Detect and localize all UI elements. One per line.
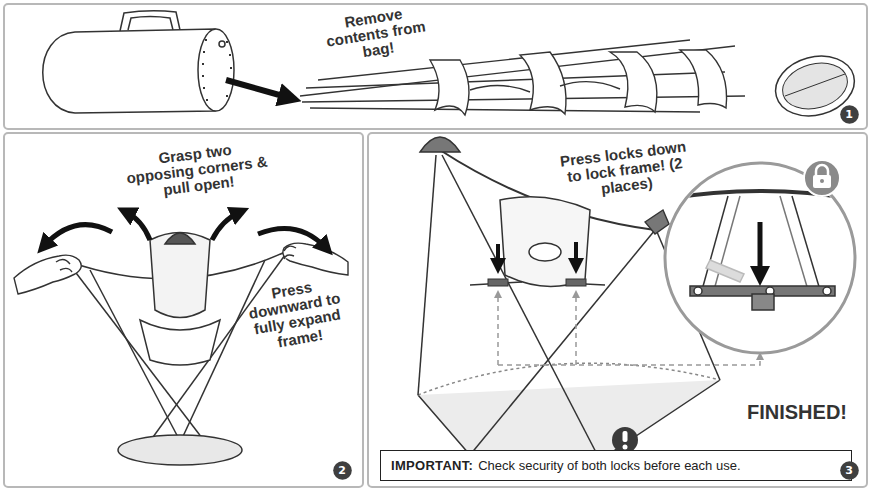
opening-frame [140, 320, 220, 365]
step-instruction: Press downward to fully expand frame! [235, 273, 357, 356]
hand [56, 259, 72, 272]
detail-zoom [752, 294, 774, 310]
panel-frame [4, 4, 867, 487]
opening-frame [150, 233, 210, 318]
expanded-frame [529, 243, 561, 261]
folded-frame [430, 60, 469, 115]
hand [283, 243, 348, 275]
seat-disc [769, 48, 861, 125]
opening-frame [165, 233, 195, 244]
lock-icon [804, 160, 840, 196]
folded-frame [470, 82, 620, 92]
callout-number: 2 [333, 461, 352, 480]
opening-arrow [212, 212, 240, 240]
detail-zoom [758, 222, 763, 276]
hand [14, 255, 81, 294]
frame-hub [420, 137, 460, 152]
callout-number-text: 3 [845, 464, 853, 477]
detail-zoom [792, 196, 820, 290]
warning-icon [623, 445, 628, 450]
step-instruction: Grasp two opposing corners & pull open! [124, 138, 271, 204]
callout-number-text: 2 [338, 464, 346, 477]
frame-hub [645, 210, 669, 234]
lock-latch [566, 279, 586, 286]
storage-bag [128, 17, 173, 31]
detail-zoom [660, 191, 860, 310]
lock-icon [820, 179, 824, 183]
detail-zoom [694, 287, 702, 295]
hand [284, 246, 296, 259]
detail-zoom [706, 260, 744, 282]
seat-disc [777, 56, 852, 116]
press-arrow [496, 244, 500, 266]
opening-arrow [258, 228, 326, 248]
panel-frame [4, 4, 867, 129]
folded-frame [610, 52, 657, 112]
lock-latch [488, 279, 508, 286]
lock-latch [488, 279, 586, 286]
callout-number: 1 [840, 105, 859, 124]
lock-icon [813, 175, 831, 188]
callout-circle [840, 461, 859, 480]
warning-text: Check security of both locks before each… [478, 458, 740, 473]
panel-frame [368, 133, 867, 487]
storage-bag [120, 11, 180, 31]
expanded-frame [500, 197, 590, 287]
callout-number-text: 1 [845, 108, 853, 121]
press-arrow [574, 242, 578, 266]
warning-box: IMPORTANT: Check security of both locks b… [380, 450, 852, 481]
storage-bag [219, 41, 225, 47]
finished-text: FINISHED! [734, 402, 860, 424]
storage-bag [43, 29, 215, 113]
callout-circle [840, 105, 859, 124]
folded-frame [310, 108, 700, 112]
expanded-frame [442, 155, 600, 460]
direction-arrow [226, 80, 290, 98]
direction-arrow [226, 80, 290, 98]
detail-pointer [498, 356, 760, 365]
storage-bag [198, 29, 234, 111]
storage-bag [43, 11, 234, 113]
opening-frame [70, 233, 285, 466]
detail-zoom [823, 287, 831, 295]
callout-circle [333, 461, 352, 480]
lock-icon [804, 160, 840, 196]
expanded-frame [418, 150, 720, 460]
detail-pointer [497, 294, 499, 365]
opening-arrow [44, 225, 112, 246]
opening-arrow [44, 212, 326, 248]
detail-zoom [780, 196, 808, 290]
seat-disc [785, 74, 845, 96]
expanded-frame [418, 380, 720, 460]
expanded-frame [418, 363, 720, 395]
step-instruction: Remove contents from bag! [315, 1, 437, 67]
seat-disc [769, 48, 861, 125]
opening-arrow [126, 212, 150, 240]
lock-icon [816, 165, 828, 176]
opening-frame [118, 435, 242, 465]
folded-frame [302, 96, 745, 102]
folded-frame [680, 50, 727, 108]
panel-frame [4, 133, 363, 487]
detail-pointer [575, 294, 577, 365]
warning-icon [623, 431, 628, 442]
step-instruction: Press locks down to lock frame! (2 place… [556, 138, 695, 203]
folded-frame [520, 52, 566, 114]
storage-bag [202, 40, 232, 100]
warning-heading: IMPORTANT: [391, 458, 473, 473]
callout-number: 3 [840, 461, 859, 480]
expanded-frame [418, 155, 436, 395]
press-arrow [498, 242, 576, 266]
